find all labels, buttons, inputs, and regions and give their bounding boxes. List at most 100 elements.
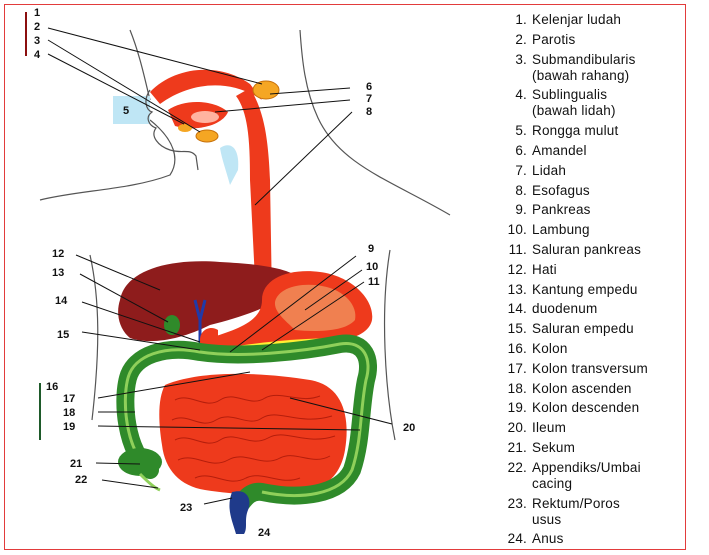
legend-label: Kelenjar ludah	[532, 12, 622, 27]
legend-label: Kolon	[532, 340, 568, 356]
submandibular-gland	[195, 129, 219, 143]
legend-label: Kolon descenden	[532, 400, 640, 416]
legend-label: Kolon transversum	[532, 360, 648, 376]
legend-number: 13.	[507, 281, 527, 297]
legend-number: 20.	[507, 420, 527, 436]
legend-item: 13. Kantung empedu	[502, 282, 692, 298]
legend-number: 3.	[515, 51, 527, 67]
legend-label: Submandibularis (bawah rahang)	[532, 51, 636, 83]
legend-label: Sekum	[532, 439, 576, 455]
legend-item: 2.Parotis	[502, 32, 692, 48]
legend-number: 4.	[515, 87, 527, 103]
legend-number: 12.	[507, 261, 527, 277]
rectum	[229, 491, 250, 534]
body-outline	[39, 29, 451, 441]
legend-label: Kolon ascenden	[532, 380, 632, 396]
cecum	[118, 448, 162, 476]
callout-15: 15	[57, 329, 69, 341]
callout-6: 6	[366, 81, 372, 93]
legend-item: 8.Esofagus	[502, 183, 692, 199]
callout-7: 7	[366, 93, 372, 105]
legend-number: 21.	[507, 439, 527, 455]
nasal-passage	[150, 69, 262, 104]
legend-label: Parotis	[532, 31, 576, 47]
legend-number: 23.	[507, 495, 527, 511]
legend-item: 12.Hati	[502, 262, 692, 278]
callout-18: 18	[63, 407, 75, 419]
legend-item: 6. Amandel	[502, 143, 692, 159]
callout-11: 11	[368, 276, 380, 288]
legend-number: 7.	[515, 162, 527, 178]
callout-5: 5	[123, 105, 129, 117]
legend-number: 16.	[507, 340, 527, 356]
legend-item: 18. Kolon ascenden	[502, 381, 692, 397]
leader-lines	[47, 27, 393, 505]
legend-number: 22.	[507, 459, 527, 475]
legend-item: 10. Lambung	[502, 222, 692, 238]
legend-number: 10.	[507, 222, 527, 238]
callout-9: 9	[368, 243, 374, 255]
callout-10: 10	[366, 261, 378, 273]
ileum-folds	[171, 394, 336, 482]
legend-number: 17.	[507, 360, 527, 376]
legend-number: 5.	[515, 123, 527, 139]
callout-3: 3	[34, 35, 40, 47]
callout-17: 17	[63, 393, 75, 405]
legend-label: Appendiks/Umbai cacing	[532, 459, 641, 491]
parotid-gland	[252, 80, 280, 100]
legend-label: Amandel	[532, 142, 587, 158]
legend-number: 6.	[515, 142, 527, 158]
callout-2: 2	[34, 21, 40, 33]
legend-item: 16. Kolon	[502, 341, 692, 357]
legend-label: Ileum	[532, 420, 567, 436]
legend-label: Lambung	[532, 222, 590, 238]
legend-list: 1. Kelenjar ludah 2.Parotis 3. Submandibular…	[502, 12, 692, 551]
legend-number: 15.	[507, 321, 527, 337]
legend-item: 3. Submandibularis (bawah rahang)	[502, 52, 692, 84]
legend-label: duodenum	[532, 301, 598, 317]
callout-8: 8	[366, 106, 372, 118]
callout-22: 22	[75, 474, 87, 486]
legend-item: 22. Appendiks/Umbai cacing	[502, 460, 692, 492]
legend-item: 4.Sublingualis (bawah lidah)	[502, 87, 692, 119]
legend-label: Kantung empedu	[532, 281, 638, 297]
ileum	[159, 373, 347, 495]
legend-item: 14. duodenum	[502, 301, 692, 317]
legend-item: 1. Kelenjar ludah	[502, 12, 692, 28]
legend-item: 21. Sekum	[502, 440, 692, 456]
gallbladder	[164, 315, 180, 335]
callout-4: 4	[34, 49, 41, 61]
figure-frame	[4, 4, 686, 550]
legend-number: 14.	[507, 301, 527, 317]
legend-number: 19.	[507, 400, 527, 416]
face-profile	[145, 89, 199, 171]
callout-13: 13	[52, 267, 64, 279]
legend-label: Rektum/Poros usus	[532, 495, 620, 527]
digestive-system-diagram: 1 2 3 4 5 6 7 8 9 10 11 12 13 14 15 16 1…	[25, 7, 451, 539]
callout-12: 12	[52, 248, 64, 260]
callout-16: 16	[46, 381, 58, 393]
legend-item: 20. Ileum	[502, 420, 692, 436]
legend-item: 9.Pankreas	[502, 202, 692, 218]
callout-23: 23	[180, 502, 192, 514]
legend-item: 19. Kolon descenden	[502, 400, 692, 416]
callout-14: 14	[55, 295, 68, 307]
legend-item: 24.Anus	[502, 531, 692, 547]
legend-label: Saluran empedu	[532, 321, 634, 337]
legend-label: Lidah	[532, 162, 567, 178]
legend-number: 9.	[515, 202, 527, 218]
legend-item: 7. Lidah	[502, 163, 692, 179]
stomach-inner	[274, 284, 356, 331]
legend-label: Rongga mulut	[532, 123, 619, 139]
legend-number: 24.	[507, 531, 527, 547]
callout-19: 19	[63, 421, 75, 433]
legend-item: 17. Kolon transversum	[502, 361, 692, 377]
callout-20: 20	[403, 422, 415, 434]
trachea	[220, 145, 239, 185]
legend-label: Esofagus	[532, 182, 590, 198]
legend-number: 18.	[507, 380, 527, 396]
legend-number: 1.	[515, 12, 527, 27]
legend-item: 15. Saluran empedu	[502, 321, 692, 337]
callout-1: 1	[34, 7, 40, 19]
sublingual-gland	[178, 124, 192, 132]
